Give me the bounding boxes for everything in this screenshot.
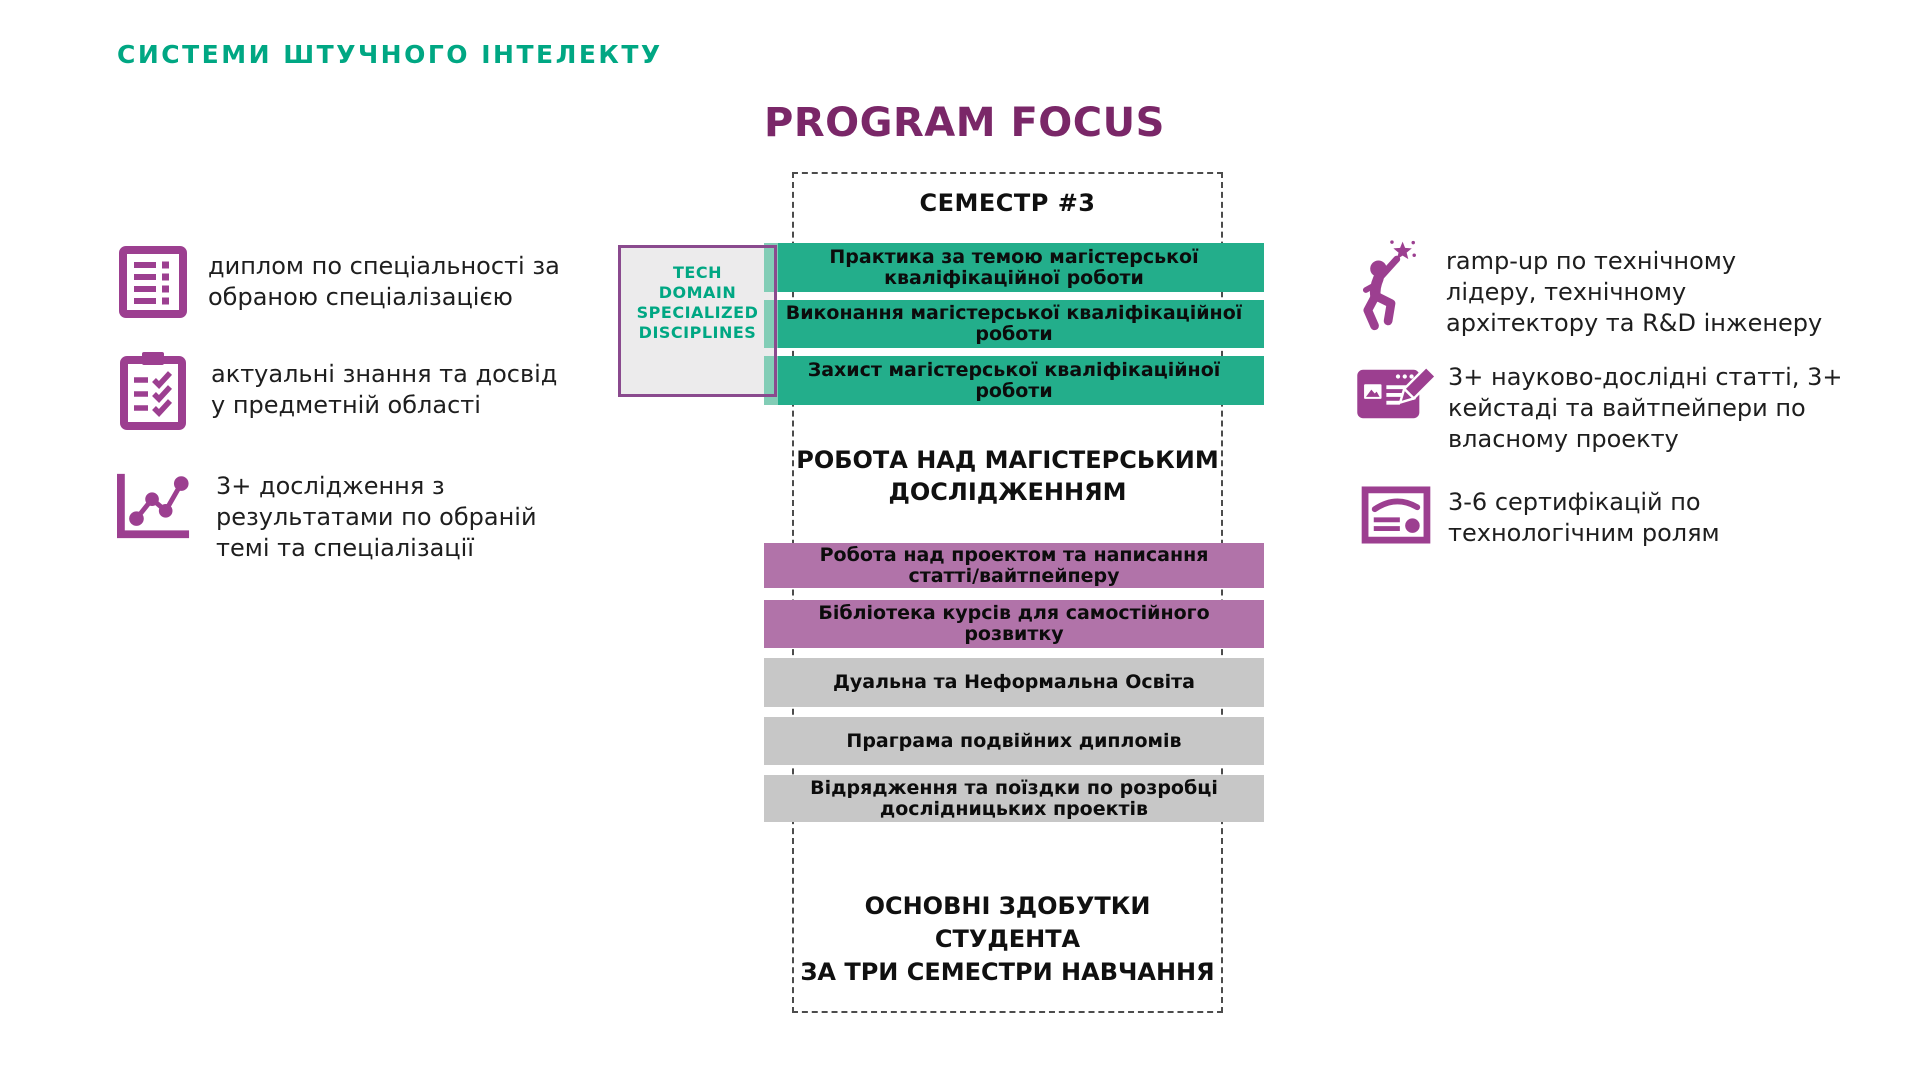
person-star-icon [1362, 238, 1420, 342]
certificate-icon [1360, 486, 1432, 544]
page-title: PROGRAM FOCUS [764, 100, 1165, 146]
green-bar-2: Виконання магістерської кваліфікаційної … [764, 300, 1264, 348]
left-benefit-1: диплом по спеціальності за обраною спеці… [208, 252, 560, 311]
left-benefit-2: актуальні знання та досвід у предметній … [211, 360, 558, 419]
purple-bar-2: Бібліотека курсів для самостійного розви… [764, 600, 1264, 648]
right-benefit-1: ramp-up по технічному лідеру, технічному… [1446, 247, 1823, 337]
semester-heading: СЕМЕСТР #3 [919, 189, 1096, 217]
research-heading: РОБОТА НАД МАГІСТЕРСЬКИМ ДОСЛІДЖЕННЯМ [796, 446, 1219, 506]
left-benefit-3: 3+ дослідження з результатами по обраній… [216, 472, 537, 562]
line-chart-icon [112, 468, 196, 542]
green-bar-3: Захист магістерської кваліфікаційної роб… [764, 356, 1264, 405]
right-benefit-3: 3-6 сертифікацій по технологічним ролям [1448, 488, 1720, 547]
checklist-icon [118, 246, 188, 318]
purple-bar-1: Робота над проектом та написання статті/… [764, 543, 1264, 588]
outcomes-heading: ОСНОВНІ ЗДОБУТКИ СТУДЕНТА ЗА ТРИ СЕМЕСТР… [800, 892, 1215, 986]
gray-bar-2: Праграма подвійних дипломів [764, 717, 1264, 765]
tech-domain-box-background [618, 245, 777, 397]
tech-domain-box: TECH DOMAIN SPECIALIZED DISCIPLINES [618, 245, 777, 397]
gray-bar-3: Відрядження та поїздки по розробці дослі… [764, 775, 1264, 822]
semester-dashed-frame [792, 172, 1223, 1013]
article-pencil-icon [1356, 362, 1440, 426]
gray-bar-1: Дуальна та Неформальна Освіта [764, 658, 1264, 707]
clipboard-check-icon [118, 350, 188, 430]
green-bar-1: Практика за темою магістерської кваліфік… [764, 243, 1264, 292]
program-name-title: СИСТЕМИ ШТУЧНОГО ІНТЕЛЕКТУ [117, 40, 663, 69]
right-benefit-2: 3+ науково-дослідні статті, 3+ кейстаді … [1448, 363, 1843, 453]
